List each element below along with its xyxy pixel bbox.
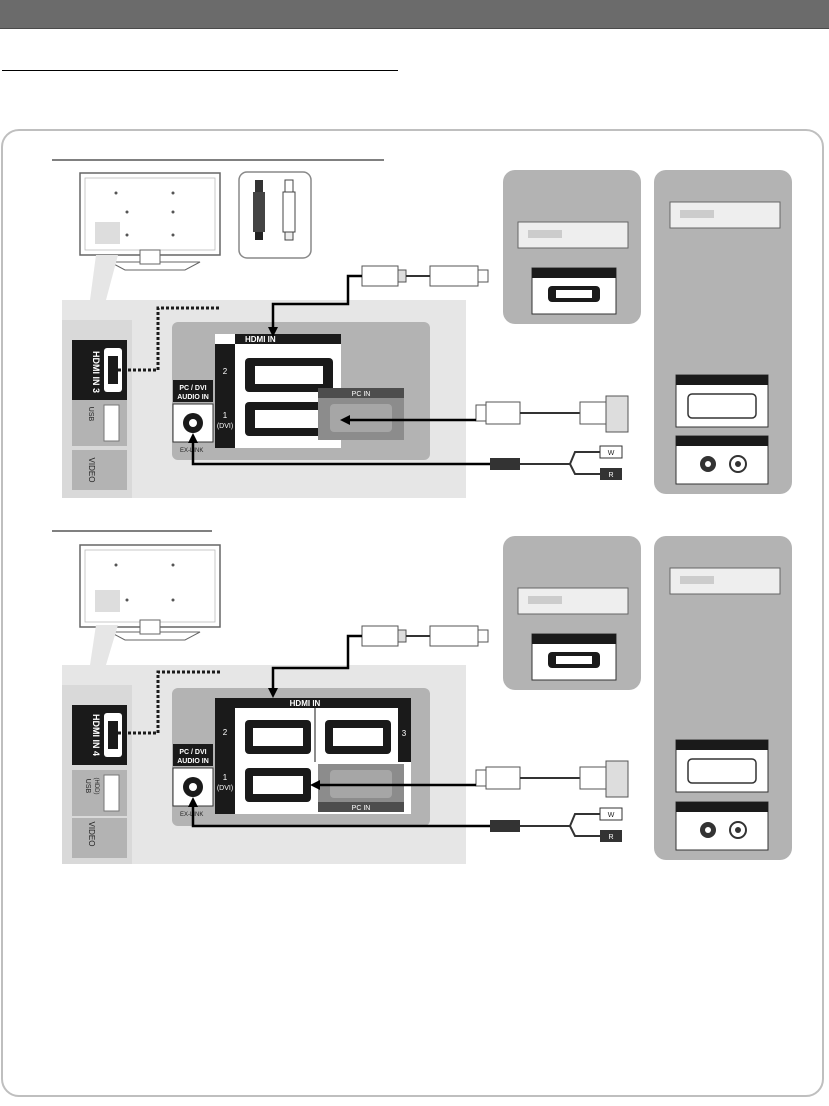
dvi-hdmi-cable-2 bbox=[310, 760, 629, 798]
hdmi-cable-top-2 bbox=[268, 625, 489, 698]
side-hdmi-label: HDMI IN 3 bbox=[91, 351, 101, 393]
side-video-label: VIDEO bbox=[87, 458, 96, 483]
diagram-frame bbox=[1, 129, 824, 1097]
pc-dvi-label-2: AUDIO IN bbox=[177, 394, 209, 401]
dotted-connection-line bbox=[118, 306, 220, 372]
port-3-label: 3 bbox=[402, 729, 407, 738]
ex-link-label-2: EX-LINK bbox=[180, 812, 203, 818]
side-usb-hdd-label: (HDD) bbox=[93, 778, 99, 795]
side-usb-label: USB bbox=[87, 407, 94, 422]
audio-cable-r-label-2: R bbox=[608, 834, 613, 841]
pc-dvi-label-2b: AUDIO IN bbox=[177, 758, 209, 765]
hdmi-in-label: HDMI IN bbox=[245, 335, 276, 344]
pc-dvi-label-1b: PC / DVI bbox=[179, 749, 206, 756]
audio-cable: W R bbox=[188, 433, 623, 480]
pc-dvi-label-1: PC / DVI bbox=[179, 385, 206, 392]
port-1-dvi-label: (DVI) bbox=[217, 423, 233, 430]
side-video-label-2: VIDEO bbox=[87, 822, 96, 847]
dvi-hdmi-cable bbox=[340, 395, 629, 433]
audio-cable-r-label: R bbox=[608, 472, 613, 479]
section-2: HDMI IN 4 USB (HDD) VIDEO HDMI IN 2 1 (D… bbox=[52, 530, 792, 864]
tv-back-illustration bbox=[79, 172, 221, 271]
hdmi-in-label-2: HDMI IN bbox=[290, 699, 321, 708]
device-panel-dvi-2 bbox=[654, 536, 792, 860]
audio-plug-icon bbox=[238, 171, 312, 259]
pc-in-label: PC IN bbox=[352, 391, 371, 398]
audio-cable-2: W R bbox=[188, 797, 623, 842]
port-1-label-2: 1 bbox=[223, 773, 228, 782]
port-1-label: 1 bbox=[223, 411, 228, 420]
side-hdmi-label-2: HDMI IN 4 bbox=[91, 714, 101, 756]
header-bar bbox=[0, 0, 829, 29]
device-panel-hdmi-2 bbox=[503, 536, 641, 690]
device-panel-hdmi bbox=[503, 170, 641, 324]
audio-cable-w-label: W bbox=[608, 450, 615, 457]
hdmi-cable-top bbox=[268, 265, 489, 337]
ex-link-label: EX-LINK bbox=[180, 448, 203, 454]
title-underline bbox=[2, 70, 398, 71]
port-1-dvi-label-2: (DVI) bbox=[217, 785, 233, 792]
section-1: HDMI IN 3 USB VIDEO HDMI IN 2 1 (DVI) PC… bbox=[52, 159, 792, 498]
pc-in-label-2: PC IN bbox=[352, 805, 371, 812]
dotted-connection-line-2 bbox=[118, 670, 220, 735]
port-2-label-2: 2 bbox=[223, 728, 228, 737]
tv-back-illustration-2 bbox=[79, 544, 221, 641]
side-usb-label-2: USB bbox=[84, 779, 91, 794]
audio-cable-w-label-2: W bbox=[608, 812, 615, 819]
port-2-label: 2 bbox=[223, 367, 228, 376]
device-panel-dvi bbox=[654, 170, 792, 494]
